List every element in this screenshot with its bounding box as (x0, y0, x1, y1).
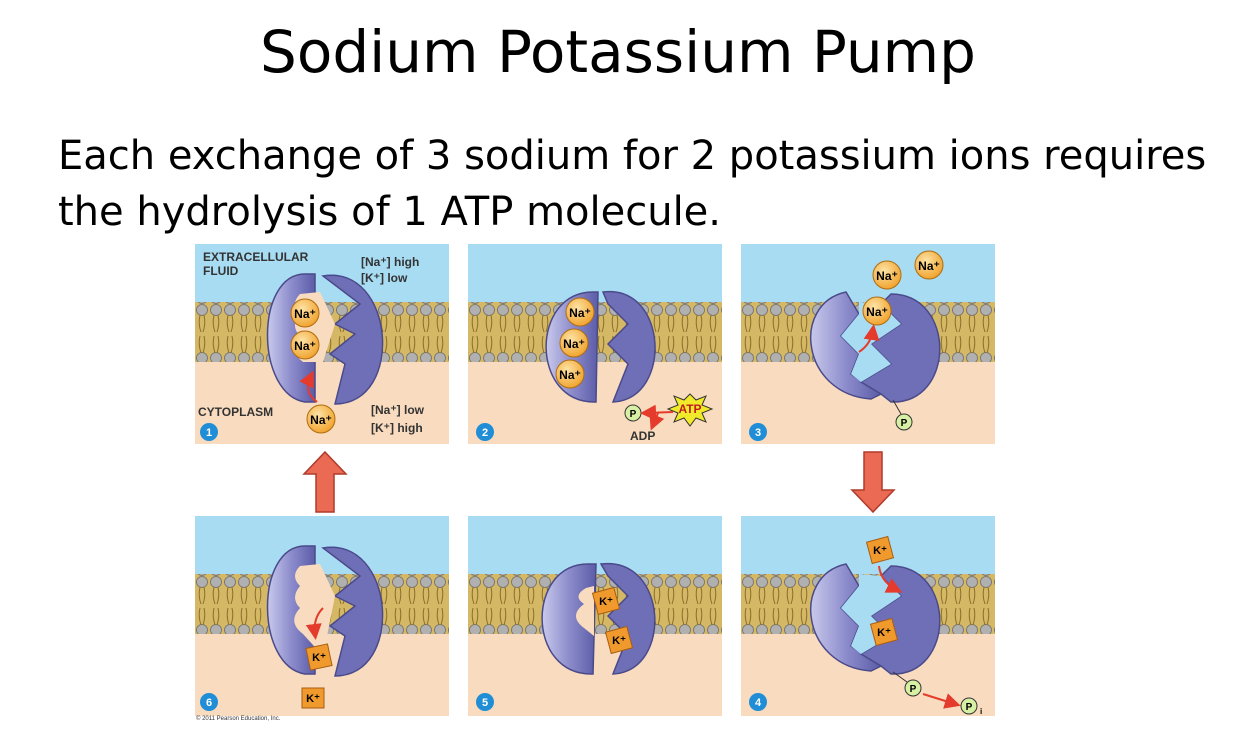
label-extracellular: EXTRACELLULAR (203, 250, 309, 264)
copyright-notice: © 2011 Pearson Education, Inc. (196, 716, 281, 722)
phosphate-icon: P (624, 404, 642, 422)
svg-text:Na⁺: Na⁺ (559, 368, 581, 382)
label-k-low: [K⁺] low (361, 271, 408, 285)
k-ion: K⁺ (305, 643, 333, 671)
svg-text:6: 6 (206, 697, 212, 709)
svg-text:P: P (966, 702, 973, 713)
pump-protein-right (321, 546, 384, 677)
svg-text:P: P (901, 418, 908, 429)
pump-protein-right (601, 291, 656, 403)
svg-text:3: 3 (755, 427, 761, 439)
svg-text:Na⁺: Na⁺ (569, 306, 591, 320)
na-ion: Na⁺ (565, 297, 595, 327)
pump-protein-right (321, 274, 384, 405)
arrow (922, 693, 961, 709)
phosphate-link (892, 671, 908, 683)
pump-protein-left (810, 563, 883, 672)
svg-text:Na⁺: Na⁺ (563, 337, 585, 351)
panel-step-2: Na⁺ Na⁺ Na⁺ P ATP ADP 2 (468, 244, 722, 444)
step-badge-1: 1 (200, 423, 218, 441)
svg-text:5: 5 (482, 697, 488, 709)
body-text: Each exchange of 3 sodium for 2 potassiu… (58, 133, 1207, 235)
k-ion: K⁺ (301, 687, 325, 709)
svg-text:Na⁺: Na⁺ (866, 305, 888, 319)
adp-label: ADP (630, 429, 655, 443)
svg-text:P: P (630, 409, 637, 420)
na-ion: Na⁺ (290, 330, 320, 360)
arrow (858, 324, 880, 353)
svg-text:K⁺: K⁺ (306, 693, 320, 705)
k-ion: K⁺ (591, 586, 621, 616)
phosphate-icon: P (895, 413, 913, 431)
step-badge-3: 3 (749, 423, 767, 441)
na-ion: Na⁺ (290, 298, 320, 328)
label-na-low: [Na⁺] low (371, 403, 425, 417)
na-ion: Na⁺ (555, 359, 585, 389)
slide-title: Sodium Potassium Pump (260, 18, 976, 86)
na-ion: Na⁺ (914, 250, 944, 280)
na-ion: Na⁺ (559, 328, 589, 358)
k-ion: K⁺ (865, 535, 895, 565)
svg-text:Na⁺: Na⁺ (876, 269, 898, 283)
arrow (878, 565, 903, 593)
svg-text:1: 1 (206, 427, 212, 439)
svg-text:Na⁺: Na⁺ (310, 413, 332, 427)
svg-text:K⁺: K⁺ (599, 596, 613, 608)
svg-text:2: 2 (482, 427, 488, 439)
na-ion: Na⁺ (872, 260, 902, 290)
na-ion: Na⁺ (306, 404, 336, 434)
arrow (649, 412, 665, 431)
svg-text:K⁺: K⁺ (877, 627, 891, 639)
svg-text:Na⁺: Na⁺ (294, 339, 316, 353)
svg-text:Na⁺: Na⁺ (294, 307, 316, 321)
pump-protein-left (810, 291, 883, 400)
panel-step-5: K⁺ K⁺ 5 (468, 516, 722, 716)
panel-step-6: K⁺ K⁺ 6 (195, 516, 449, 716)
phosphate-icon: P (904, 679, 922, 697)
label-fluid: FLUID (203, 264, 239, 278)
svg-text:4: 4 (755, 697, 762, 709)
svg-text:Na⁺: Na⁺ (918, 259, 940, 273)
svg-text:K⁺: K⁺ (873, 545, 887, 557)
arrow (299, 370, 318, 403)
phosphate-link (892, 399, 902, 415)
step-badge-6: 6 (200, 693, 218, 711)
arrow (640, 404, 674, 421)
flow-arrow-up (302, 450, 348, 513)
flow-arrow-down (850, 451, 896, 514)
svg-text:K⁺: K⁺ (612, 635, 626, 647)
k-ion: K⁺ (604, 625, 634, 655)
step-badge-4: 4 (749, 693, 767, 711)
k-ion: K⁺ (869, 617, 899, 647)
step-badge-2: 2 (476, 423, 494, 441)
svg-text:P: P (910, 684, 917, 695)
svg-text:i: i (980, 707, 982, 716)
atp-starburst-icon: ATP (666, 393, 714, 427)
label-k-high: [K⁺] high (371, 421, 423, 435)
label-cytoplasm: CYTOPLASM (198, 405, 273, 419)
pump-cavity (576, 586, 594, 636)
panel-step-1: Na⁺ Na⁺ Na⁺ EXTRACELLULAR FLUID [Na⁺] hi… (195, 244, 449, 444)
step-badge-5: 5 (476, 693, 494, 711)
atp-label: ATP (678, 402, 701, 416)
panel-step-3: Na⁺ Na⁺ Na⁺ P 3 (741, 244, 995, 444)
pump-cavity (294, 564, 335, 656)
arrow (305, 607, 324, 640)
na-ion: Na⁺ (862, 296, 892, 326)
svg-text:K⁺: K⁺ (312, 652, 326, 664)
label-na-high: [Na⁺] high (361, 255, 419, 269)
